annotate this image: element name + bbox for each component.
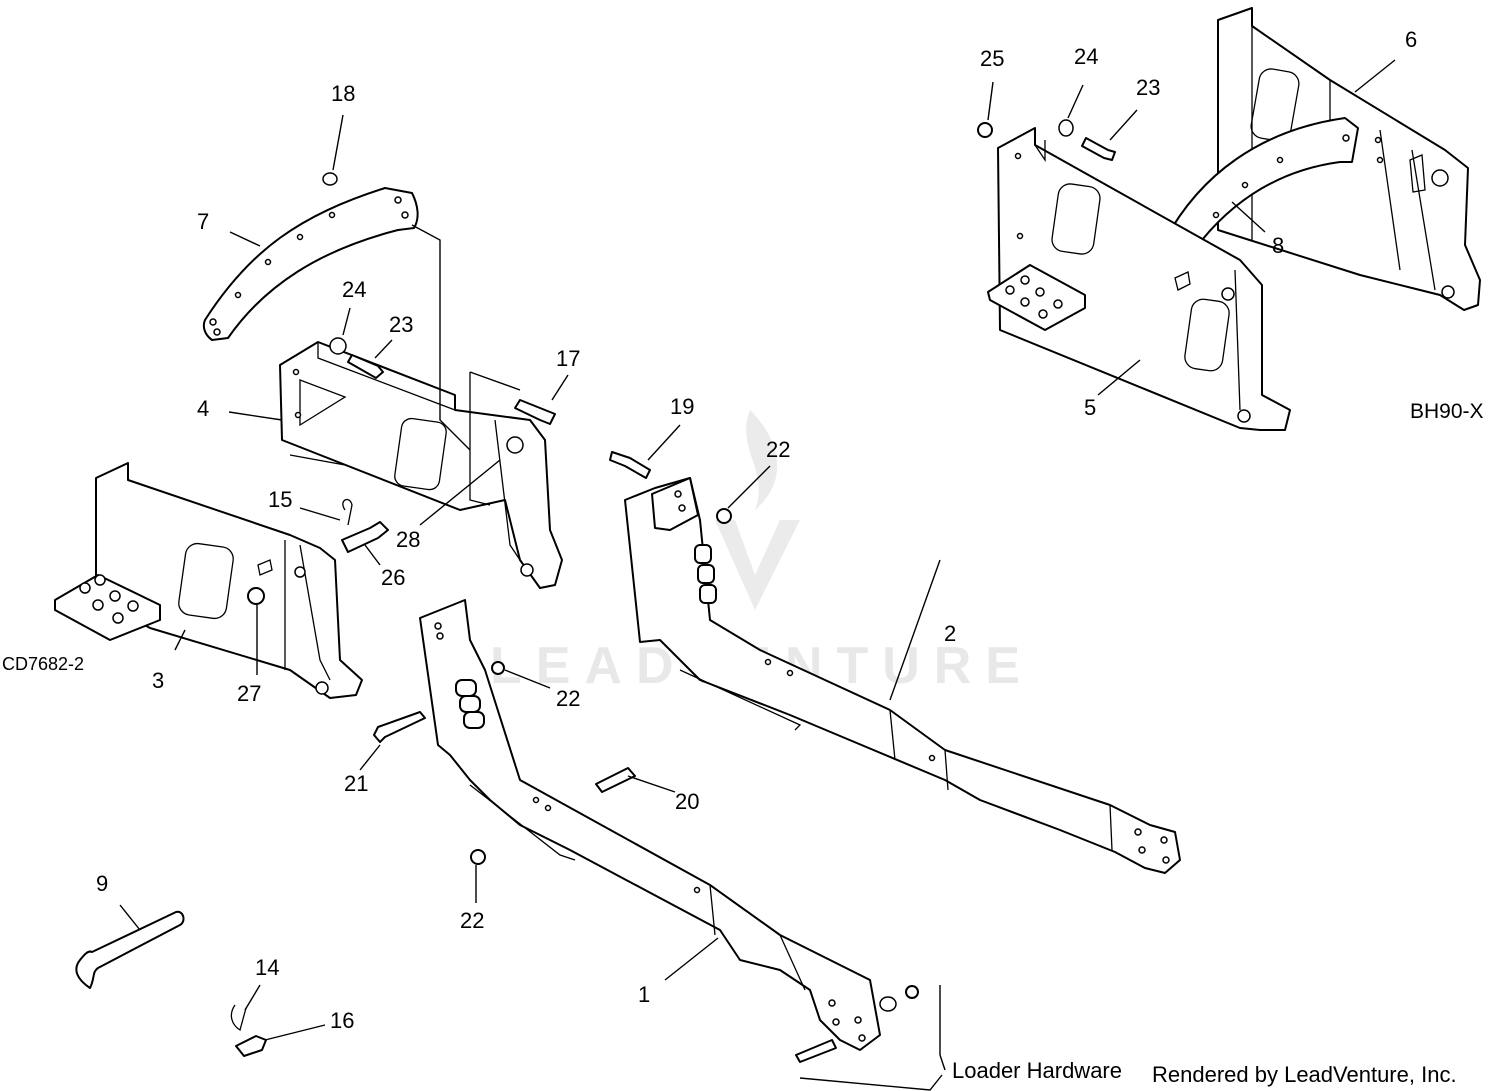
callout-5: 5 — [1084, 395, 1096, 420]
washer-loader-hardware[interactable] — [879, 996, 897, 1012]
credit-text: Rendered by LeadVenture, Inc. — [1152, 1062, 1457, 1087]
leaders-left — [119, 114, 946, 1091]
callout-labels: 18 7 24 23 17 4 15 28 26 CD7682-2 3 27 1… — [2, 27, 1484, 1087]
callout-6: 6 — [1405, 27, 1417, 52]
cotter-pin-14[interactable] — [230, 1004, 247, 1032]
washer-24-right[interactable] — [1058, 119, 1074, 137]
washer-18[interactable] — [322, 172, 338, 186]
callout-16: 16 — [330, 1008, 354, 1033]
callout-23-left: 23 — [389, 312, 413, 337]
nut-22-middle[interactable] — [491, 661, 505, 675]
nut-loader-hardware[interactable] — [905, 985, 919, 999]
pin-26[interactable] — [341, 521, 389, 553]
bolt-loader-hardware[interactable] — [795, 1039, 837, 1063]
callout-20: 20 — [675, 789, 699, 814]
pin-16[interactable] — [235, 1035, 267, 1057]
part-2-main-frame[interactable] — [624, 477, 1181, 874]
wrench-9[interactable] — [75, 910, 185, 989]
nut-22-upper[interactable] — [716, 508, 732, 524]
bolt-19[interactable] — [609, 451, 651, 479]
callout-7: 7 — [197, 209, 209, 234]
callout-14: 14 — [255, 955, 279, 980]
callout-4: 4 — [197, 396, 209, 421]
callout-23-right: 23 — [1136, 75, 1160, 100]
callout-25: 25 — [980, 46, 1004, 71]
callout-18: 18 — [331, 81, 355, 106]
nut-27[interactable] — [247, 587, 265, 605]
watermark-flame-icon — [715, 410, 800, 610]
nut-25[interactable] — [977, 122, 993, 138]
callout-21: 21 — [344, 771, 368, 796]
callout-9: 9 — [96, 871, 108, 896]
clip-15[interactable] — [342, 498, 353, 526]
leaders-right — [987, 59, 1396, 396]
callout-2: 2 — [944, 621, 956, 646]
callout-24-left: 24 — [342, 277, 366, 302]
loader-hardware-label: Loader Hardware — [952, 1058, 1122, 1083]
bolt-23-right[interactable] — [1081, 137, 1116, 161]
callout-24-right: 24 — [1074, 44, 1098, 69]
part-3-mount-bracket[interactable] — [54, 462, 363, 699]
callout-22-upper: 22 — [766, 437, 790, 462]
diagram-code-right: BH90-X — [1410, 400, 1484, 423]
callout-8: 8 — [1272, 233, 1284, 258]
bolt-17[interactable] — [514, 399, 556, 425]
bolt-20[interactable] — [595, 767, 636, 793]
callout-22-lower: 22 — [460, 908, 484, 933]
callout-28: 28 — [396, 527, 420, 552]
bolt-21[interactable] — [373, 711, 426, 743]
callout-19: 19 — [670, 394, 694, 419]
callout-3: 3 — [152, 668, 164, 693]
part-1-main-frame[interactable] — [419, 599, 881, 1051]
callout-27: 27 — [237, 681, 261, 706]
part-7-curved-strap[interactable] — [202, 187, 419, 341]
bolt-23-left[interactable] — [347, 354, 384, 379]
diagram-code-left: CD7682-2 — [2, 654, 84, 674]
part-5-front-plate[interactable] — [987, 127, 1291, 431]
callout-1: 1 — [638, 982, 650, 1007]
fasteners-right — [977, 119, 1116, 161]
callout-15: 15 — [268, 487, 292, 512]
part-8-curved-strap[interactable] — [1164, 117, 1359, 251]
callout-26: 26 — [381, 565, 405, 590]
part-4-mount-plate[interactable] — [279, 341, 563, 589]
nut-22-lower[interactable] — [470, 849, 486, 865]
fasteners-left — [75, 172, 919, 1063]
callout-17: 17 — [556, 346, 580, 371]
callout-22-middle: 22 — [556, 686, 580, 711]
washer-24-left[interactable] — [329, 337, 347, 355]
